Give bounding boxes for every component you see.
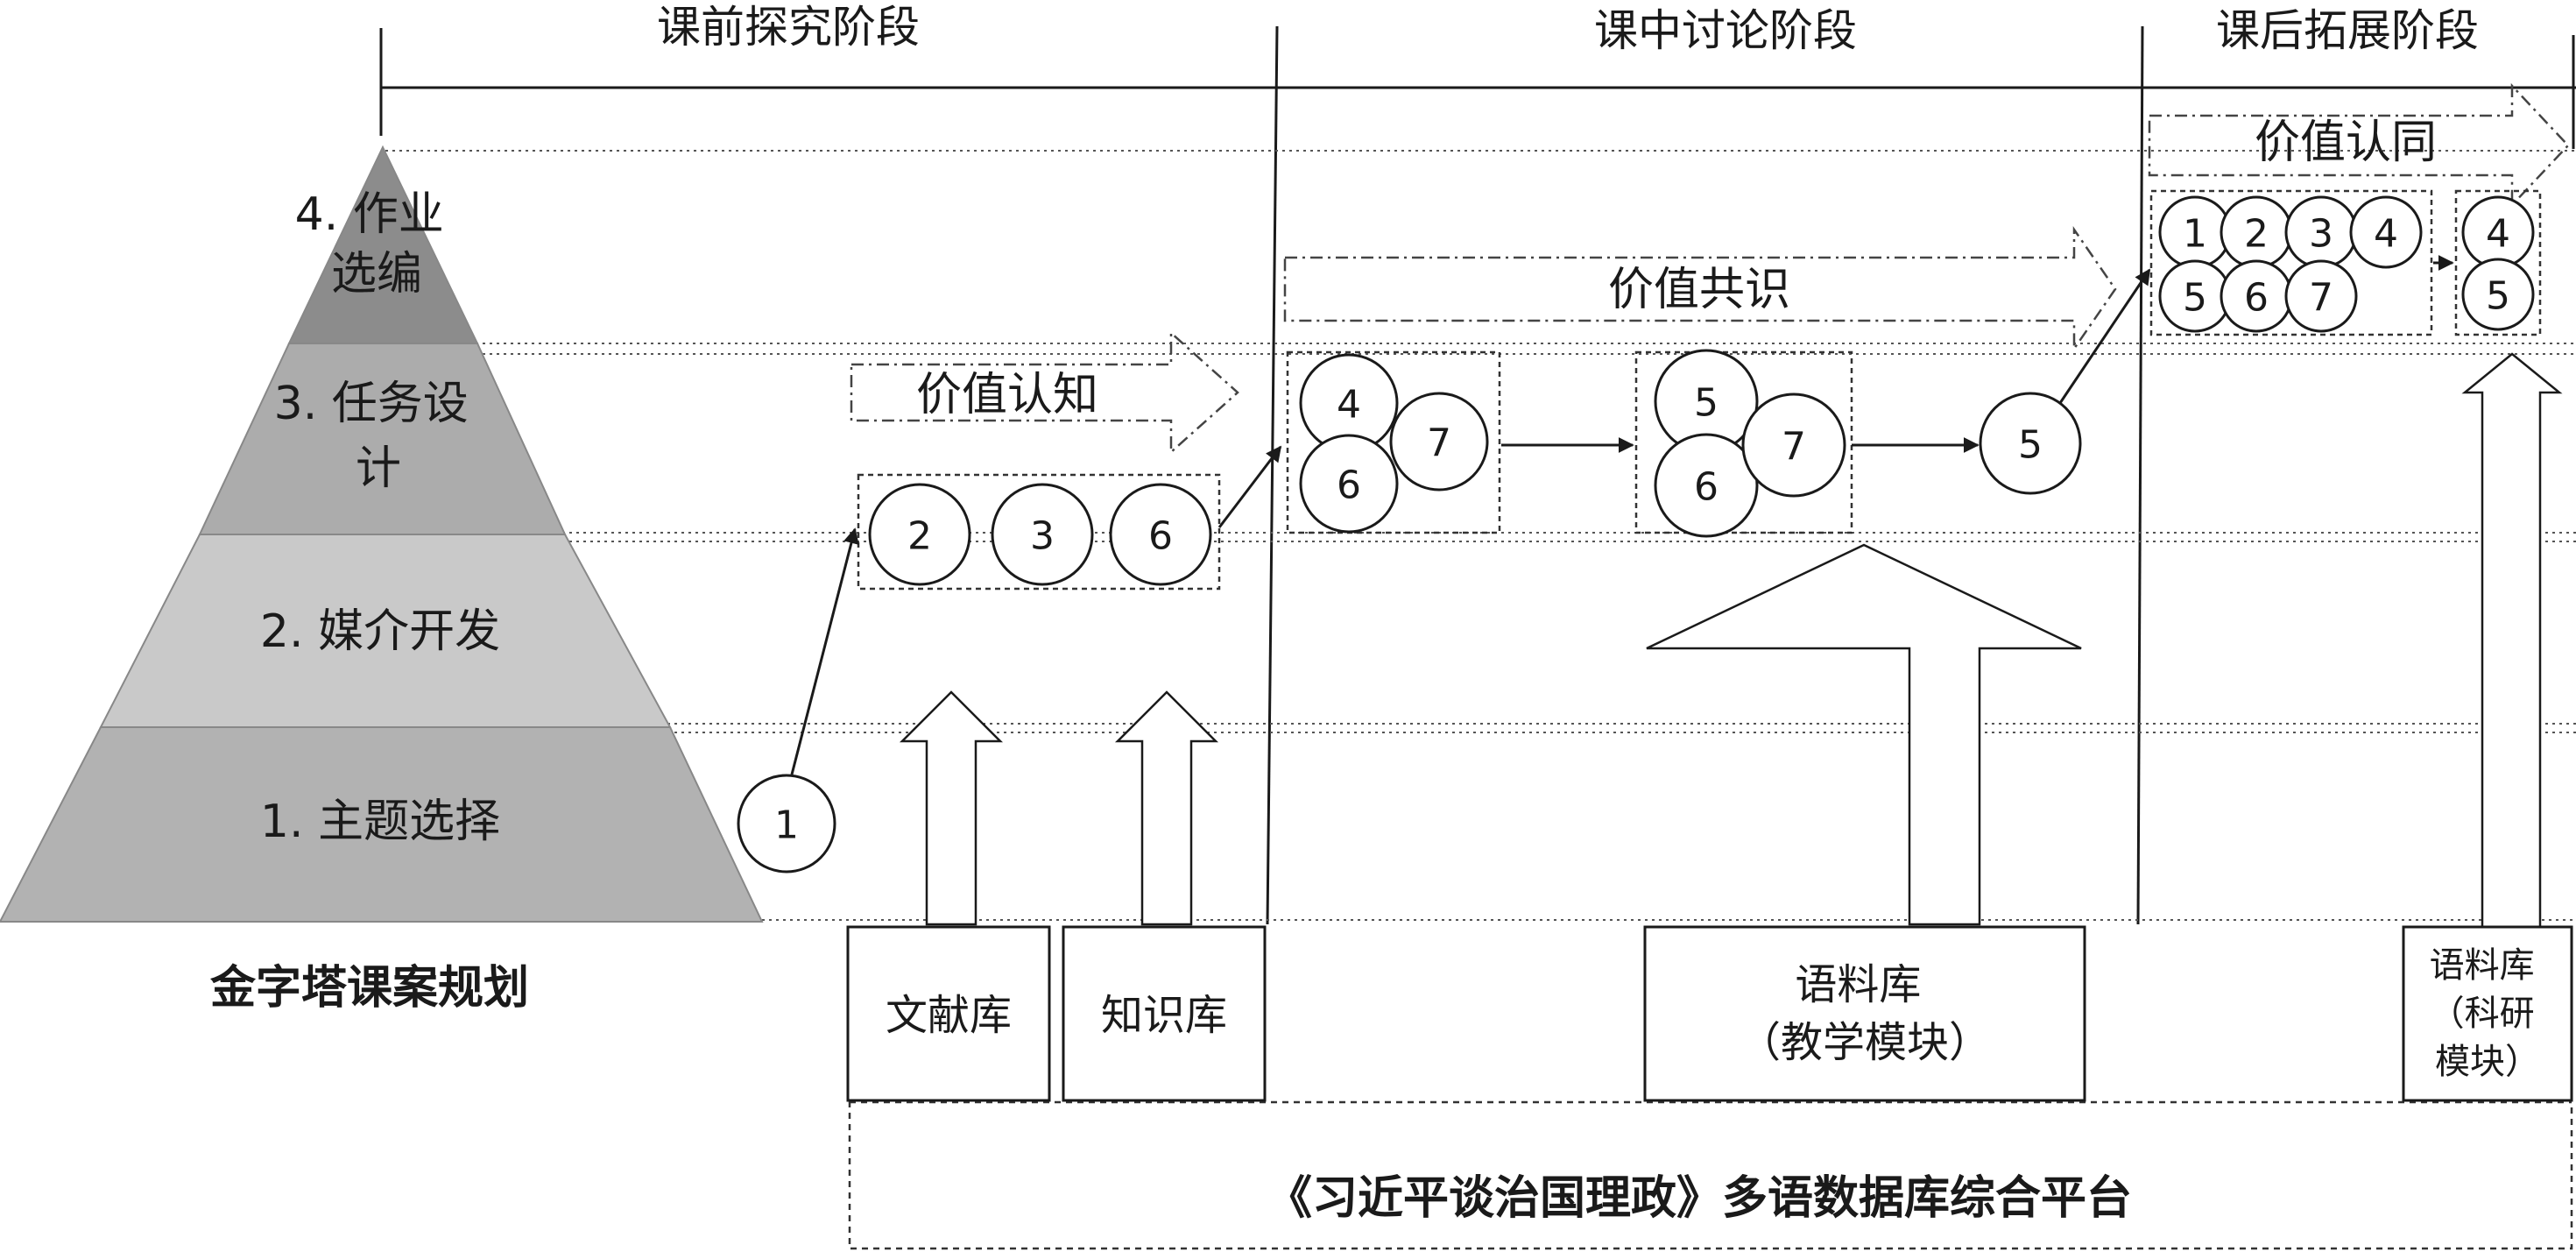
node-5-label: 5	[2183, 276, 2207, 321]
node-2-label: 2	[2244, 212, 2269, 257]
group-box-2-3-6	[857, 473, 1221, 591]
node-5-label: 5	[2018, 423, 2043, 468]
database-literature-box	[846, 925, 1051, 1102]
node-6-circle	[1654, 433, 1759, 538]
support-arrow-corpus-teaching	[1646, 543, 2082, 926]
flow-arrow-group-to-consensus	[1217, 445, 1282, 528]
nodes	[737, 195, 2535, 874]
node-7-circle	[1389, 392, 1489, 492]
support-arrows	[899, 352, 2563, 929]
node-5-label: 5	[2486, 274, 2510, 319]
flow-arrow-5-to-identity	[2058, 268, 2151, 404]
database-literature-label: 文献库	[886, 991, 1012, 1040]
stage-divider-1	[1266, 25, 1279, 925]
node-2-circle	[868, 483, 971, 586]
database-knowledge-label: 知识库	[1101, 991, 1227, 1040]
support-arrow-literature	[899, 690, 1004, 926]
node-5-label: 5	[1694, 381, 1719, 426]
value-consensus-arrow	[1283, 225, 2117, 353]
pyramid-level-3	[198, 343, 567, 535]
node-labels: 1 2 3 6 4 6 7 5 6 7 5 1 2 3 4 5 6 7 4 5	[774, 212, 2510, 848]
pyramid-level-4-label: 4. 作业 选编	[295, 188, 459, 301]
group-box-1-7	[2149, 189, 2433, 336]
node-4-label: 4	[1337, 383, 1361, 428]
node-4-circle	[2349, 195, 2423, 269]
node-1-circle	[737, 774, 836, 874]
pyramid-level-2-label: 2. 媒介开发	[260, 605, 500, 658]
node-2-label: 2	[907, 514, 932, 559]
node-6-circle	[1109, 483, 1212, 586]
pyramid-level-1	[0, 726, 764, 923]
database-boxes	[846, 925, 2573, 1102]
node-7-circle	[1741, 393, 1846, 498]
database-corpus-research-box	[2402, 925, 2573, 1102]
stage-label-in-class: 课中讨论阶段	[1594, 5, 1857, 56]
node-1-label: 1	[774, 803, 799, 848]
value-arrows	[850, 82, 2570, 455]
support-arrow-corpus-research	[2461, 352, 2563, 929]
node-4-label: 4	[2486, 212, 2510, 257]
database-corpus-teaching-box	[1643, 925, 2086, 1102]
node-6-label: 6	[1337, 463, 1361, 508]
platform-container	[848, 1056, 2573, 1250]
stage-header: 课前探究阶段 课中讨论阶段 课后拓展阶段	[379, 2, 2576, 925]
stage-divider-2	[2136, 25, 2144, 925]
pyramid-level-4	[287, 145, 479, 344]
node-7-label: 7	[1427, 421, 1451, 466]
database-corpus-research-label: 语料库 （科研 模块）	[2430, 945, 2546, 1082]
pyramid-title: 金字塔课案规划	[209, 962, 529, 1015]
node-3-label: 3	[2309, 212, 2333, 257]
group-boxes	[857, 189, 2542, 591]
node-4-label: 4	[2374, 212, 2398, 257]
node-3-circle	[991, 483, 1094, 586]
flow-arrow-1-to-group	[790, 527, 859, 775]
pyramid-level-1-label: 1. 主题选择	[260, 796, 500, 848]
value-cognition-label: 价值认知	[916, 369, 1098, 421]
database-knowledge-box	[1062, 925, 1267, 1102]
node-1-label: 1	[2183, 212, 2207, 257]
value-identity-arrow	[2148, 82, 2570, 209]
node-7-label: 7	[2309, 276, 2333, 321]
node-6-label: 6	[1694, 465, 1719, 510]
group-box-4-5	[2454, 189, 2542, 336]
group-box-5-6-7	[1634, 350, 1853, 534]
node-5-circle	[2461, 258, 2535, 331]
database-corpus-teaching-label: 语料库 （教学模块）	[1739, 960, 1991, 1067]
stage-label-pre-class: 课前探究阶段	[657, 2, 920, 53]
node-6-label: 6	[1148, 514, 1173, 559]
node-5-circle	[1979, 392, 2082, 495]
node-7-label: 7	[1782, 425, 1806, 470]
node-3-label: 3	[1030, 514, 1055, 559]
pyramid-level-3-label: 3. 任务设 计	[274, 378, 483, 495]
database-labels: 文献库 知识库 语料库 （教学模块） 语料库 （科研 模块）	[886, 945, 2546, 1082]
level-guides	[184, 150, 2576, 921]
value-consensus-label: 价值共识	[1608, 264, 1790, 316]
pyramid-labels: 4. 作业 选编 3. 任务设 计 2. 媒介开发 1. 主题选择 金字塔课案规…	[209, 188, 529, 1015]
node-6-label: 6	[2244, 276, 2269, 321]
value-cognition-arrow	[850, 330, 1239, 455]
value-identity-label: 价值认同	[2255, 117, 2437, 169]
support-arrow-knowledge	[1114, 690, 1219, 926]
node-6-circle	[1299, 434, 1399, 534]
stage-label-post-class: 课后拓展阶段	[2216, 5, 2479, 56]
flow-arrows	[790, 255, 2454, 775]
node-7-circle	[2284, 259, 2358, 333]
pyramid	[0, 145, 764, 923]
group-box-4-6-7	[1286, 350, 1501, 534]
platform-title: 《习近平谈治国理政》多语数据库综合平台	[1267, 1172, 2132, 1225]
